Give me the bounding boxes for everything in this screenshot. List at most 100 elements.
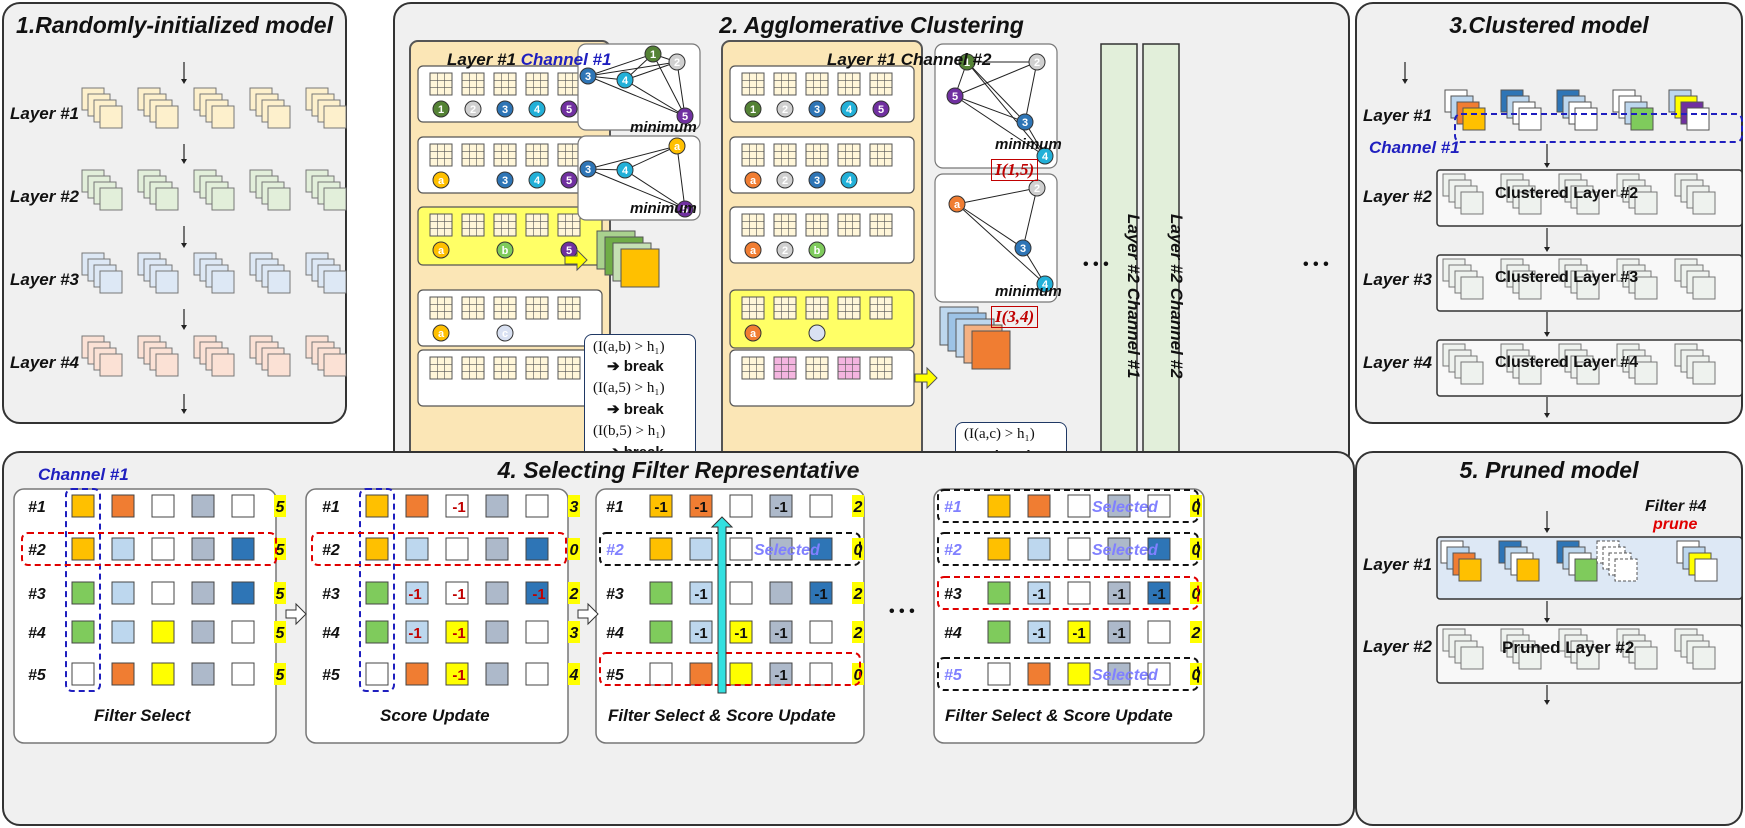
filter-cell	[1067, 494, 1091, 518]
filter-cell	[111, 581, 135, 605]
filter-cell	[649, 494, 673, 518]
score-value: 3	[570, 499, 579, 516]
neg-score: -1	[452, 499, 465, 516]
node-label: 2	[782, 175, 788, 187]
filter-grid	[741, 213, 765, 237]
layer-label: Layer #3	[1363, 270, 1432, 289]
layer-label: Layer #4	[1363, 353, 1432, 372]
filter-cell	[689, 537, 713, 561]
filter-grid	[869, 296, 893, 320]
filter-cell	[111, 537, 135, 561]
filter-cell	[111, 494, 135, 518]
filter-square	[1574, 558, 1598, 582]
filter-stack	[1460, 361, 1484, 385]
filter-grid	[773, 143, 797, 167]
graph-edge	[956, 187, 1038, 205]
filter-stack	[1576, 646, 1600, 670]
graph-edge	[954, 61, 1038, 97]
filter-cell	[809, 581, 833, 605]
done-row	[599, 532, 861, 566]
row-label: #1	[606, 499, 624, 516]
filter-cell	[649, 620, 673, 644]
filter-cell	[71, 581, 95, 605]
channel-highlight	[65, 488, 101, 692]
ellipsis: • • •	[1083, 256, 1109, 273]
filter-grid	[525, 143, 549, 167]
arrow-head	[1544, 700, 1550, 705]
filter-cell	[405, 537, 429, 561]
graph-edge	[954, 95, 1026, 123]
done-row	[937, 657, 1199, 691]
filter-cell	[809, 537, 833, 561]
score-bg	[568, 582, 580, 604]
filter-grid	[837, 213, 861, 237]
filter-grid	[773, 356, 797, 380]
filter-stack	[323, 187, 347, 211]
caption: Filter Select & Score Update	[945, 706, 1173, 725]
node-circle	[676, 200, 694, 218]
node-label: 1	[438, 104, 444, 116]
filter-stack	[1460, 276, 1484, 300]
node-circle	[616, 161, 634, 179]
layer-label: Layer #1	[1363, 106, 1432, 125]
filter-cell	[405, 620, 429, 644]
filter-cell	[445, 581, 469, 605]
score-value: 4	[569, 667, 579, 684]
node-label: 3	[502, 104, 508, 116]
score-value: 2	[853, 499, 863, 516]
node-label: 1	[650, 49, 656, 61]
filter-cell	[71, 620, 95, 644]
filter-cell	[365, 662, 389, 686]
score-value: 2	[569, 586, 579, 603]
filter-cell	[1147, 494, 1171, 518]
graph-edge	[956, 203, 1024, 249]
break-box-1: (I(a,b) > h₁) ➔ break (I(a,5) > h₁) ➔ br…	[584, 334, 696, 472]
filter-square	[1630, 107, 1654, 131]
node-label: 5	[878, 104, 884, 116]
node-circle	[776, 171, 794, 189]
filter-cell	[231, 494, 255, 518]
caption: Score Update	[380, 706, 490, 725]
node-circle	[496, 100, 514, 118]
filter-cell	[1107, 662, 1131, 686]
filter-cell	[1067, 537, 1091, 561]
arrow-head	[1544, 247, 1550, 252]
channel-label: Channel #1	[38, 465, 129, 484]
node-label: 2	[1034, 183, 1040, 195]
filter-cell	[649, 537, 673, 561]
node-circle	[432, 324, 450, 342]
pruned-layer-label: Pruned Layer #2	[1502, 638, 1635, 657]
filter-4-label: Filter #4	[1645, 498, 1707, 515]
score-bg	[852, 663, 864, 685]
filter-cell	[1107, 494, 1131, 518]
filter-grid	[805, 143, 829, 167]
filter-stack	[323, 353, 347, 377]
node-circle	[946, 87, 964, 105]
neg-score: -1	[774, 625, 787, 642]
neg-score: -1	[1032, 586, 1045, 603]
node-label: 2	[1034, 57, 1040, 69]
node-label: 2	[782, 245, 788, 257]
pruned-filter	[1614, 558, 1638, 582]
filter-cell	[445, 620, 469, 644]
panel-title: 2. Agglomerative Clustering	[719, 12, 1024, 38]
node-label: a	[438, 175, 445, 187]
filter-cell	[809, 662, 833, 686]
filter-cell	[1027, 662, 1051, 686]
filter-cell	[1027, 581, 1051, 605]
filter-cell	[485, 537, 509, 561]
filter-cell	[689, 494, 713, 518]
graph-edge	[966, 61, 1026, 123]
node-circle	[744, 100, 762, 118]
node-circle	[840, 100, 858, 118]
filter-stack	[1634, 276, 1658, 300]
score-value: 5	[276, 667, 286, 684]
node-circle	[958, 53, 976, 71]
selected-label: Selected	[754, 542, 821, 559]
filter-stack	[1634, 646, 1658, 670]
row-label: #2	[606, 542, 624, 559]
layer-label: Layer #4	[10, 353, 79, 372]
filter-cell	[525, 662, 549, 686]
selected-label: Selected	[1092, 667, 1159, 684]
filter-stack	[1692, 361, 1716, 385]
